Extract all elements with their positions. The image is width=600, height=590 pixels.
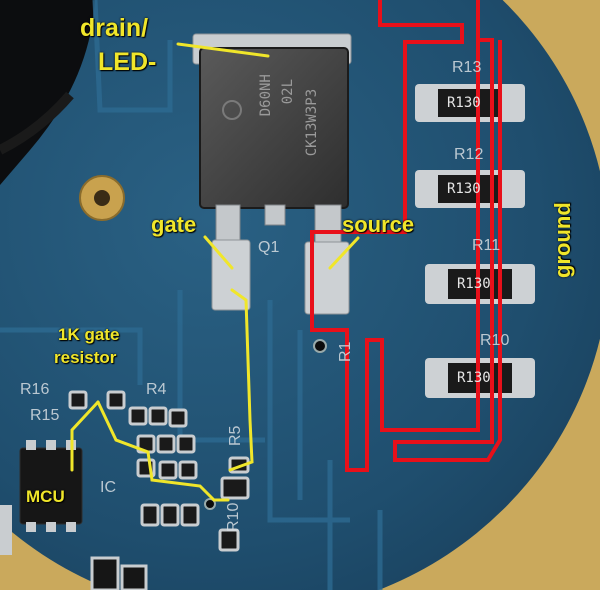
resistor-value-r12: R130 <box>447 181 481 197</box>
mosfet-marking-line3: CK13W3P3 <box>304 88 321 157</box>
annotation-lines <box>70 42 360 502</box>
label-led: LED- <box>98 48 157 76</box>
silk-r10b: R10 <box>225 502 242 532</box>
left-edge-pad <box>0 505 12 555</box>
silk-r4: R4 <box>146 381 167 398</box>
label-gate: gate <box>151 212 197 237</box>
gate-leg <box>215 204 241 244</box>
resistor-value-r13: R130 <box>447 95 481 111</box>
ground-outline <box>310 0 480 472</box>
silk-r11: R11 <box>472 237 501 254</box>
silk-ic: IC <box>100 479 116 496</box>
via-small <box>204 498 216 510</box>
silk-r1: R1 <box>337 341 354 362</box>
bottom-component <box>120 564 148 590</box>
silk-r13: R13 <box>452 59 482 76</box>
mosfet-marking: CK13W3P3 <box>290 89 336 190</box>
via-small <box>313 339 327 353</box>
silk-r15: R15 <box>30 407 60 424</box>
resistor-value-r10: R130 <box>457 370 491 386</box>
bottom-component <box>90 556 120 590</box>
ground-outline-right <box>393 0 502 462</box>
silk-r12: R12 <box>454 146 484 163</box>
smd-cluster <box>68 390 250 552</box>
label-ground: ground <box>550 202 575 278</box>
silk-r5: R5 <box>227 425 244 446</box>
cable-edge <box>0 91 74 155</box>
silk-q1: Q1 <box>258 239 280 256</box>
label-mcu: MCU <box>26 487 65 506</box>
label-source: source <box>342 212 415 237</box>
label-gate-resistor-2: resistor <box>54 348 117 367</box>
label-gate-resistor-1: 1K gate <box>58 325 120 344</box>
via-hole <box>94 190 110 206</box>
silk-r16: R16 <box>20 381 50 398</box>
silk-r10: R10 <box>480 332 510 349</box>
source-leg <box>314 204 342 244</box>
middle-leg <box>264 204 286 226</box>
resistor-value-r11: R130 <box>457 276 491 292</box>
st-logo <box>222 100 242 120</box>
label-drain: drain/ <box>80 14 149 42</box>
